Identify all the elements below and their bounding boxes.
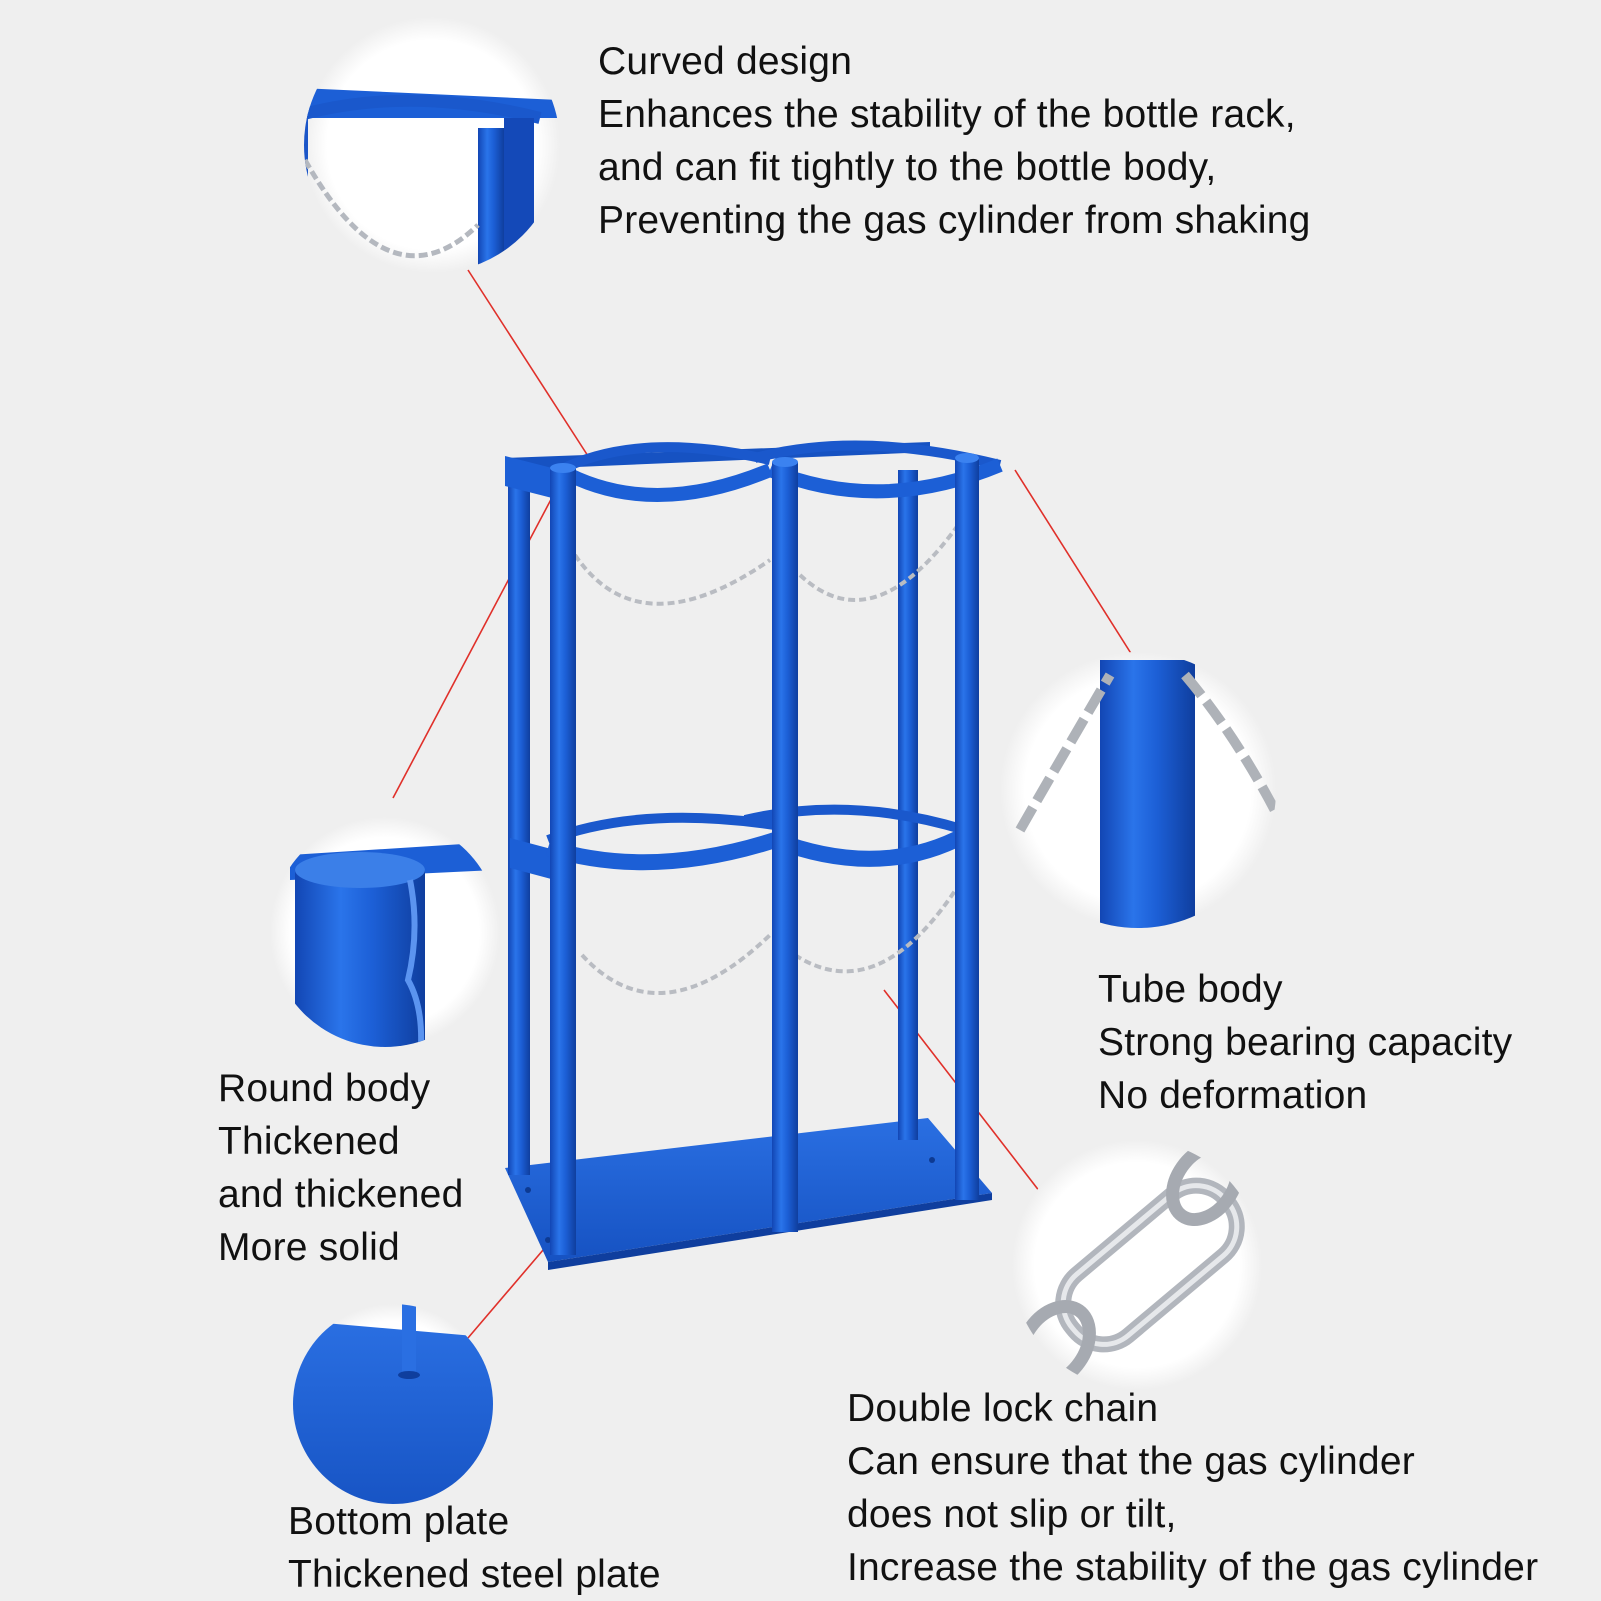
round-body-title: Round body	[218, 1067, 431, 1110]
chain-title: Double lock chain	[847, 1387, 1159, 1430]
chain-line-1: Can ensure that the gas cylinder	[847, 1440, 1415, 1483]
chain-callout: Double lock chain Can ensure that the ga…	[847, 1382, 1538, 1594]
round-body-line-2: and thickened	[218, 1173, 464, 1216]
detail-bottom-plate	[293, 1304, 493, 1504]
detail-curved-design	[304, 17, 560, 273]
curved-design-callout: Curved design Enhances the stability of …	[598, 35, 1311, 247]
chain-top-right	[798, 498, 977, 602]
leader-plate	[461, 1235, 556, 1346]
tube-body-line-1: Strong bearing capacity	[1098, 1021, 1513, 1064]
detail-tube-body	[1000, 652, 1276, 928]
chain-bottom-right	[793, 878, 964, 974]
bottom-plate-callout: Bottom plate Thickened steel plate	[288, 1495, 661, 1601]
chain-line-3: Increase the stability of the gas cylind…	[847, 1546, 1539, 1589]
round-body-line-1: Thickened	[218, 1120, 400, 1163]
leader-round	[392, 489, 557, 799]
tube-body-callout: Tube body Strong bearing capacity No def…	[1098, 963, 1512, 1122]
chain-bottom-left	[580, 933, 772, 996]
round-body-callout: Round body Thickened and thickened More …	[218, 1062, 463, 1274]
curved-design-title: Curved design	[598, 40, 853, 83]
top-bracket	[505, 456, 560, 500]
chain-line-2: does not slip or tilt,	[847, 1493, 1177, 1536]
bottom-plate	[505, 1118, 992, 1262]
leader-tube	[1014, 469, 1133, 656]
chain-top-left	[573, 553, 772, 606]
curved-design-line-2: and can fit tightly to the bottle body,	[598, 146, 1217, 189]
leader-curved	[467, 269, 589, 457]
tube-body-line-2: No deformation	[1098, 1074, 1368, 1117]
detail-chain	[1012, 1140, 1262, 1390]
round-body-line-3: More solid	[218, 1226, 400, 1269]
detail-round-body	[270, 817, 500, 1047]
bottom-plate-line-1: Thickened steel plate	[288, 1553, 661, 1596]
curved-design-line-3: Preventing the gas cylinder from shaking	[598, 199, 1311, 242]
tube-body-title: Tube body	[1098, 968, 1283, 1011]
gas-cylinder-rack	[505, 440, 1003, 1270]
bottom-plate-title: Bottom plate	[288, 1500, 510, 1543]
curved-design-line-1: Enhances the stability of the bottle rac…	[598, 93, 1296, 136]
